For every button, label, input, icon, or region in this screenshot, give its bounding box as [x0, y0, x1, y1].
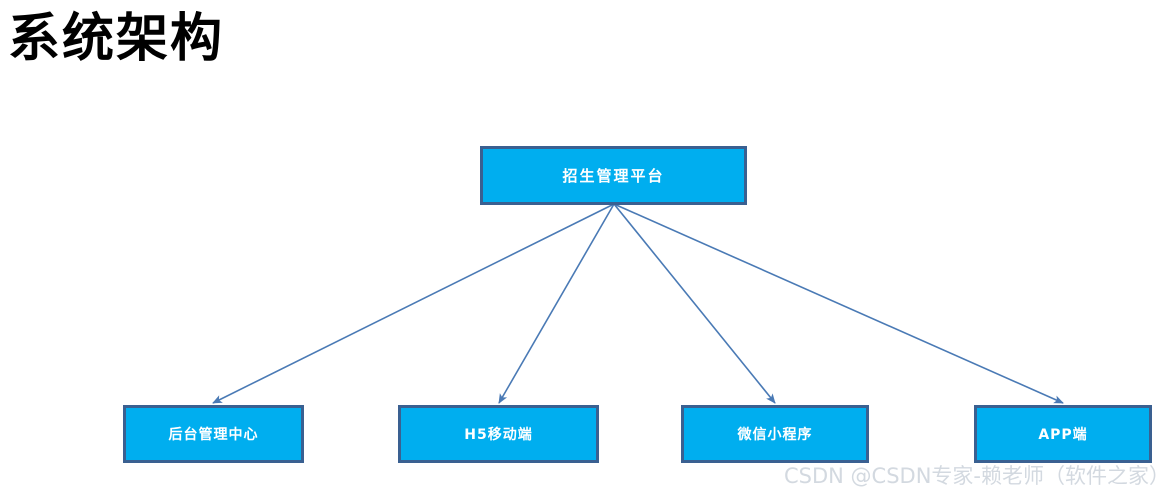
node-root-label: 招生管理平台: [562, 167, 665, 185]
node-wechat-miniprogram[interactable]: 微信小程序: [681, 405, 869, 463]
root-to-leaf-2: [613, 203, 776, 404]
node-backend-management-center-label: 后台管理中心: [168, 427, 259, 443]
node-app-client[interactable]: APP端: [974, 405, 1152, 463]
node-h5-mobile-label: H5移动端: [464, 427, 533, 443]
root-to-leaf-3: [613, 203, 1064, 404]
node-app-client-label: APP端: [1038, 427, 1088, 443]
node-h5-mobile[interactable]: H5移动端: [398, 405, 599, 463]
root-to-leaf-1: [498, 203, 615, 404]
connector-lines: [212, 203, 1064, 404]
root-to-leaf-0: [212, 203, 615, 404]
node-root[interactable]: 招生管理平台: [480, 146, 747, 205]
csdn-watermark: CSDN @CSDN专家-赖老师（软件之家）: [784, 464, 1170, 488]
node-wechat-miniprogram-label: 微信小程序: [737, 427, 813, 443]
page-title: 系统架构: [8, 9, 225, 69]
node-backend-management-center[interactable]: 后台管理中心: [123, 405, 304, 463]
